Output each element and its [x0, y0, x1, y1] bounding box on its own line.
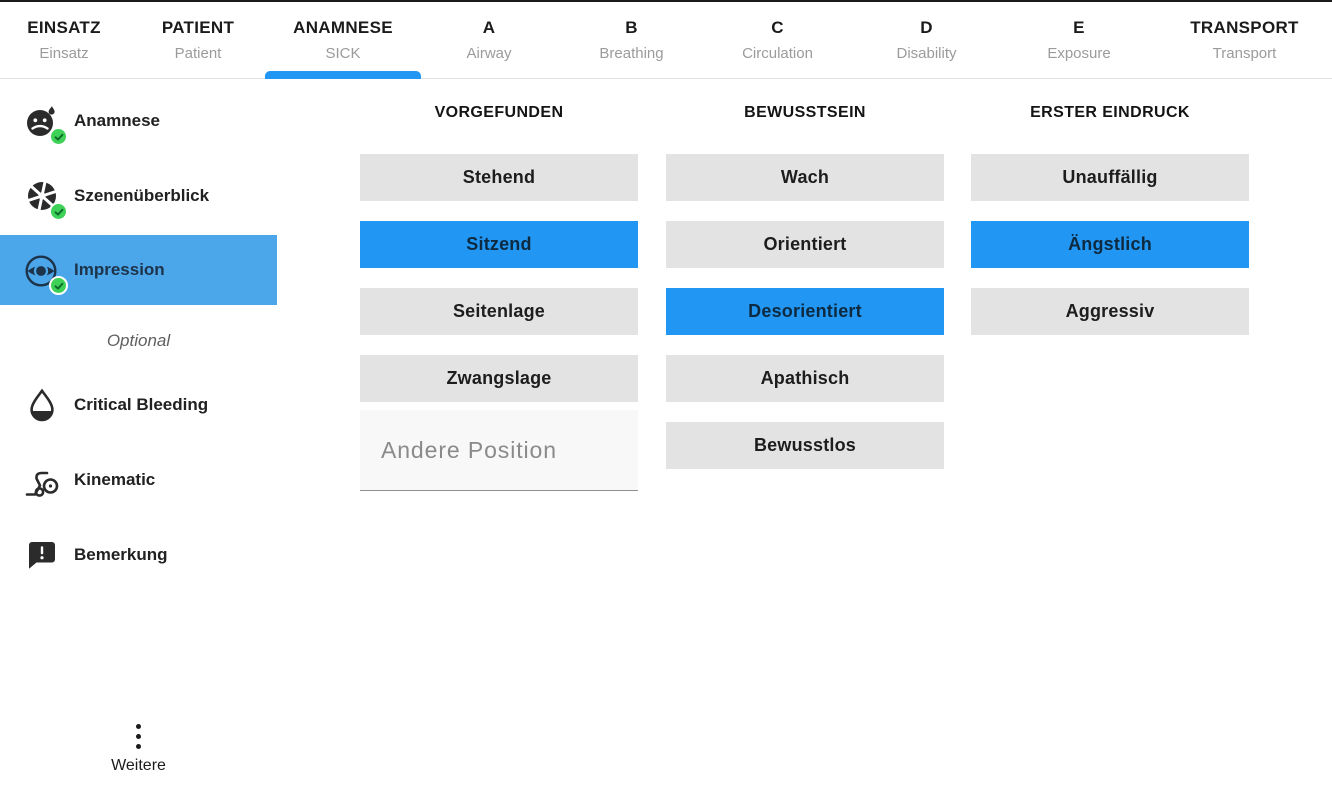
kebab-menu-icon — [136, 721, 141, 751]
tab-anamnese-active[interactable]: ANAMNESE SICK — [265, 2, 421, 79]
sidebar-item-label: Critical Bleeding — [74, 395, 209, 414]
tab-breathing[interactable]: B Breathing — [560, 2, 703, 78]
active-tab-indicator — [265, 71, 421, 79]
tab-subtitle: Disability — [896, 45, 957, 62]
tab-subtitle: Airway — [466, 45, 512, 62]
column-erster-eindruck: ERSTER EINDRUCK Unauffällig Ängstlich Ag… — [971, 79, 1249, 335]
blood-drop-icon — [24, 387, 60, 423]
option-wach[interactable]: Wach — [666, 154, 944, 201]
tab-title: D — [920, 18, 933, 37]
sidebar-item-label: Kinematic — [74, 470, 156, 489]
check-badge-icon — [49, 276, 68, 295]
tab-airway[interactable]: A Airway — [418, 2, 560, 78]
sidebar-item-critical-bleeding[interactable]: Critical Bleeding — [0, 370, 277, 440]
tab-disability[interactable]: D Disability — [852, 2, 1001, 78]
tab-title: ANAMNESE — [293, 18, 393, 37]
option-aengstlich-selected[interactable]: Ängstlich — [971, 221, 1249, 268]
option-unauffaellig[interactable]: Unauffällig — [971, 154, 1249, 201]
check-badge-icon — [49, 127, 68, 146]
sidebar-more-button[interactable]: Weitere — [0, 721, 277, 775]
other-position-input[interactable] — [360, 410, 638, 491]
more-label: Weitere — [111, 757, 166, 774]
sidebar: Anamnese — [0, 79, 277, 800]
tab-subtitle: Patient — [174, 45, 222, 62]
sidebar-item-impression[interactable]: Impression — [0, 235, 277, 305]
sidebar-item-szenenueberblick[interactable]: Szenenüberblick — [0, 161, 277, 231]
sidebar-item-label: Impression — [74, 260, 165, 279]
top-tab-bar: EINSATZ Einsatz PATIENT Patient ANAMNESE… — [0, 0, 1332, 79]
column-header: BEWUSSTSEIN — [744, 104, 866, 121]
comment-alert-icon — [24, 537, 60, 573]
tab-title: E — [1073, 18, 1085, 37]
option-sitzend-selected[interactable]: Sitzend — [360, 221, 638, 268]
sidebar-item-anamnese[interactable]: Anamnese — [0, 86, 277, 156]
tab-title: A — [482, 18, 496, 37]
option-apathisch[interactable]: Apathisch — [666, 355, 944, 402]
option-stehend[interactable]: Stehend — [360, 154, 638, 201]
tab-subtitle: Transport — [1212, 45, 1277, 62]
sick-face-icon — [24, 103, 68, 146]
sidebar-item-kinematic[interactable]: Kinematic — [0, 445, 277, 515]
column-header: ERSTER EINDRUCK — [1030, 104, 1190, 121]
tab-title: C — [771, 18, 784, 37]
tab-subtitle: Einsatz — [39, 45, 89, 62]
eye-icon — [24, 252, 68, 295]
tab-subtitle: Exposure — [1047, 45, 1111, 62]
accident-icon — [24, 462, 60, 498]
option-zwangslage[interactable]: Zwangslage — [360, 355, 638, 402]
check-badge-icon — [49, 202, 68, 221]
optional-section-label: Optional — [106, 331, 171, 350]
option-desorientiert-selected[interactable]: Desorientiert — [666, 288, 944, 335]
option-bewusstlos[interactable]: Bewusstlos — [666, 422, 944, 469]
column-header: VORGEFUNDEN — [434, 104, 564, 121]
tab-subtitle: Circulation — [742, 45, 813, 62]
sidebar-item-bemerkung[interactable]: Bemerkung — [0, 520, 277, 590]
tab-title: PATIENT — [161, 18, 235, 37]
tab-subtitle: SICK — [325, 45, 361, 62]
column-vorgefunden: VORGEFUNDEN Stehend Sitzend Seitenlage Z… — [360, 79, 638, 491]
sidebar-item-label: Anamnese — [74, 111, 160, 130]
option-aggressiv[interactable]: Aggressiv — [971, 288, 1249, 335]
tab-einsatz[interactable]: EINSATZ Einsatz — [0, 2, 128, 78]
tab-circulation[interactable]: C Circulation — [703, 2, 852, 78]
option-orientiert[interactable]: Orientiert — [666, 221, 944, 268]
tab-exposure[interactable]: E Exposure — [1001, 2, 1157, 78]
tab-title: TRANSPORT — [1190, 18, 1299, 37]
tab-title: EINSATZ — [27, 18, 101, 37]
tab-patient[interactable]: PATIENT Patient — [128, 2, 268, 78]
sidebar-item-label: Szenenüberblick — [74, 186, 210, 205]
tab-title: B — [625, 18, 638, 37]
option-seitenlage[interactable]: Seitenlage — [360, 288, 638, 335]
tab-subtitle: Breathing — [599, 45, 664, 62]
column-bewusstsein: BEWUSSTSEIN Wach Orientiert Desorientier… — [666, 79, 944, 469]
aperture-icon — [24, 178, 68, 221]
tab-transport[interactable]: TRANSPORT Transport — [1157, 2, 1332, 78]
sidebar-item-label: Bemerkung — [74, 545, 168, 564]
